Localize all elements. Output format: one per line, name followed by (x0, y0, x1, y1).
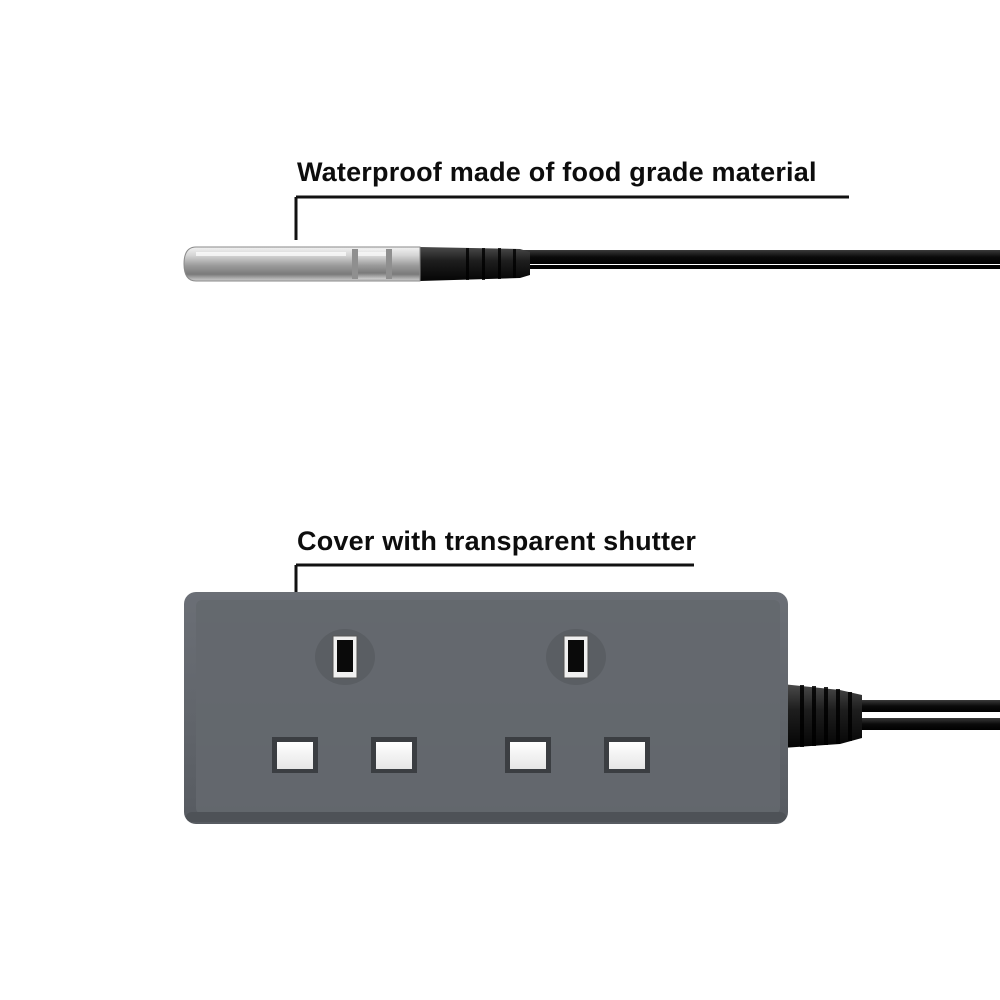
shutter-right-2 (604, 737, 650, 773)
probe-leader-line (294, 195, 849, 240)
uk-double-socket-icon (184, 592, 1000, 824)
earth-pin-hole-right (546, 629, 606, 685)
shutter-left-1 (272, 737, 318, 773)
earth-pin-hole-left (315, 629, 375, 685)
shutter-right-1 (505, 737, 551, 773)
probe-caption: Waterproof made of food grade material (297, 157, 817, 187)
socket-caption: Cover with transparent shutter (297, 526, 697, 556)
temperature-probe-icon (183, 246, 1000, 282)
shutter-left-2 (371, 737, 417, 773)
